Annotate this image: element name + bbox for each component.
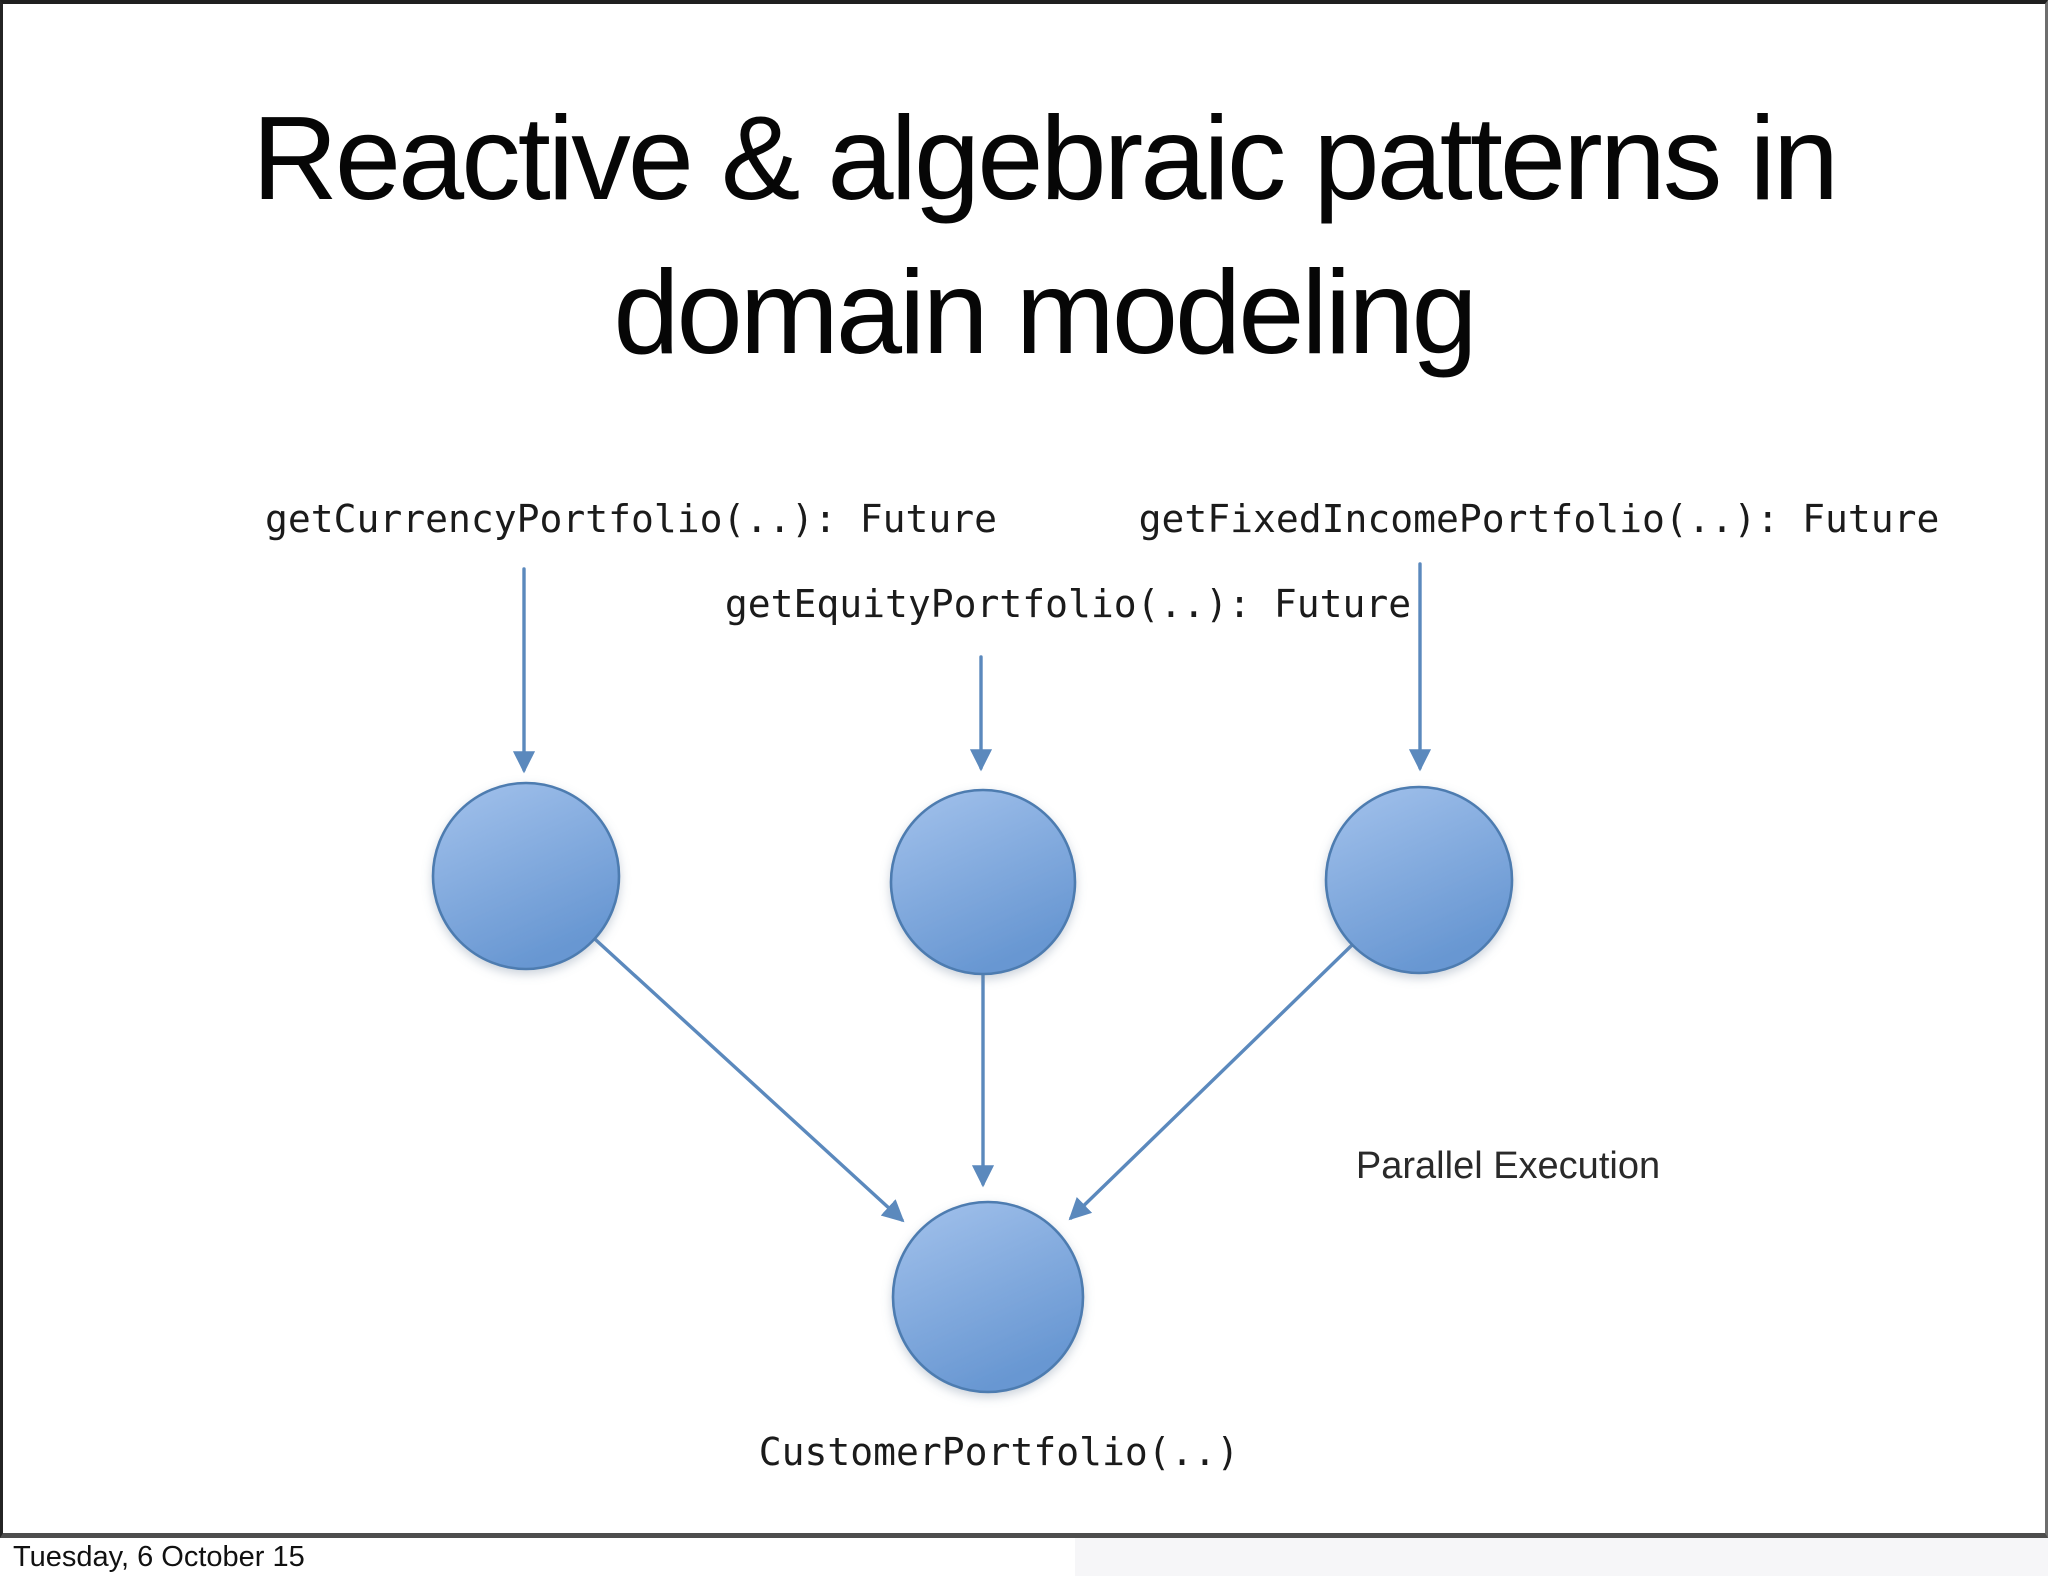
slide-title-line1: Reactive & algebraic patterns in	[251, 92, 1839, 225]
slide: Reactive & algebraic patterns in domain …	[0, 0, 2048, 1538]
node-currency-portfolio	[431, 781, 621, 971]
label-get-currency-portfolio: getCurrencyPortfolio(..): Future	[264, 497, 998, 541]
node-customer-portfolio	[891, 1200, 1085, 1394]
diagram-canvas	[431, 562, 1514, 1394]
label-get-equity-portfolio: getEquityPortfolio(..): Future	[724, 582, 1412, 626]
footer-date: Tuesday, 6 October 15	[13, 1541, 305, 1573]
input-edges	[512, 562, 1432, 774]
slide-footer: Tuesday, 6 October 15	[0, 1538, 2048, 1576]
label-customer-portfolio: CustomerPortfolio(..)	[758, 1430, 1240, 1474]
label-parallel-execution: Parallel Execution	[1355, 1145, 1661, 1187]
diagram-nodes	[431, 781, 1514, 1394]
label-get-fixed-income-portfolio: getFixedIncomePortfolio(..): Future	[1138, 497, 1940, 541]
node-equity-portfolio	[889, 788, 1077, 976]
node-fixedincome-portfolio	[1324, 785, 1514, 975]
footer-gray-strip	[1075, 1538, 2048, 1576]
slide-title-line2: domain modeling	[613, 246, 1477, 379]
slide-title: Reactive & algebraic patterns in domain …	[43, 82, 2045, 390]
